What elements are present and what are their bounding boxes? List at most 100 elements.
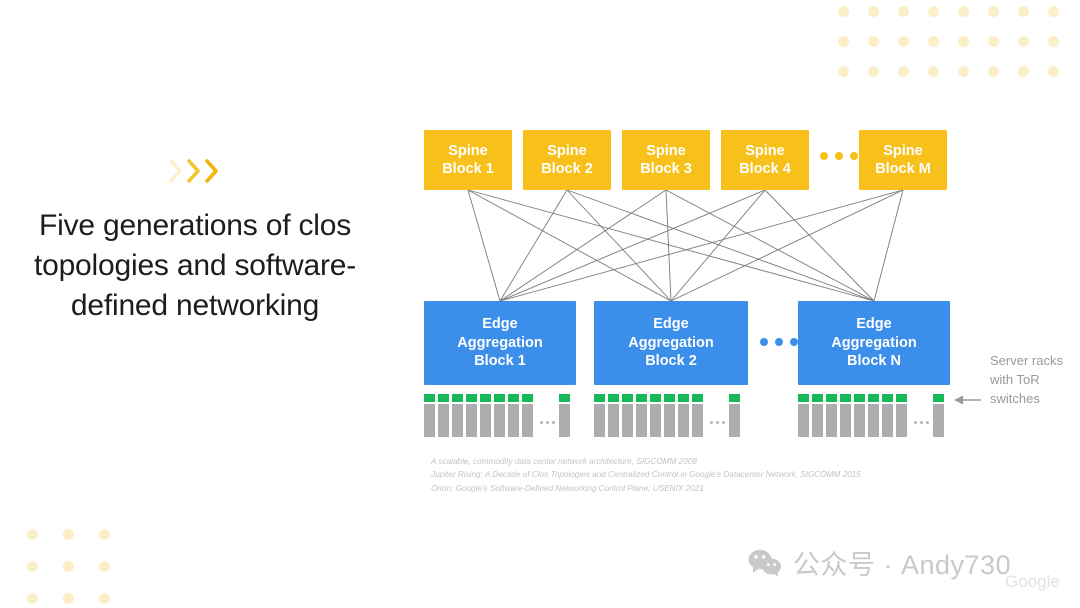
edge-aggregation-block-n[interactable]: Edge Aggregation Block N — [798, 301, 950, 385]
rack-body — [812, 404, 823, 437]
server-rack — [508, 394, 519, 437]
spine-block-line2: Block 2 — [541, 161, 593, 177]
spine-block-3[interactable]: Spine Block 3 — [622, 130, 710, 190]
edge-block-line1: Edge — [482, 315, 518, 332]
rack-body — [438, 404, 449, 437]
tor-switch — [798, 394, 809, 402]
ellipsis-dot — [775, 338, 783, 346]
rack-body — [882, 404, 893, 437]
server-rack — [622, 394, 633, 437]
server-rack — [466, 394, 477, 437]
rack-body — [678, 404, 689, 437]
rack-body — [798, 404, 809, 437]
tor-switch — [882, 394, 893, 402]
rack-body — [896, 404, 907, 437]
spine-block-line1: Spine — [646, 142, 686, 159]
double-chevron-right-icon — [168, 158, 220, 184]
tor-switch — [692, 394, 703, 402]
rack-body — [854, 404, 865, 437]
rack-body — [424, 404, 435, 437]
watermark: 公众号 · Andy730 — [748, 543, 1011, 582]
tor-switch — [729, 394, 740, 402]
edge-block-line2: Aggregation — [628, 334, 714, 351]
server-rack-group-3 — [798, 394, 947, 437]
server-rack — [854, 394, 865, 437]
tor-switch — [868, 394, 879, 402]
brand-logo: Google — [1005, 572, 1060, 591]
edge-block-line2: Aggregation — [457, 334, 543, 351]
citation-line: A scalable, commodity data center networ… — [431, 457, 697, 466]
spine-block-4[interactable]: Spine Block 4 — [721, 130, 809, 190]
server-rack — [882, 394, 893, 437]
tor-switch — [480, 394, 491, 402]
server-rack — [933, 394, 944, 437]
rack-body — [840, 404, 851, 437]
ellipsis-dot — [710, 421, 713, 424]
server-rack — [826, 394, 837, 437]
edge-aggregation-block-1[interactable]: Edge Aggregation Block 1 — [424, 301, 576, 385]
citation-line: Jupiter Rising: A Decade of Clos Topolog… — [431, 470, 861, 480]
spine-block-m[interactable]: Spine Block M — [859, 130, 947, 190]
server-rack — [650, 394, 661, 437]
tor-switch — [896, 394, 907, 402]
ellipsis-dot — [790, 338, 798, 346]
ellipsis-dot — [850, 152, 858, 160]
server-rack-group-2 — [594, 394, 743, 437]
rack-body — [622, 404, 633, 437]
spine-block-line2: Block 4 — [739, 161, 791, 177]
ellipsis-dot — [716, 421, 719, 424]
server-rack — [438, 394, 449, 437]
rack-body — [608, 404, 619, 437]
edge-block-line1: Edge — [653, 315, 689, 332]
server-rack — [636, 394, 647, 437]
spine-block-line1: Spine — [547, 142, 587, 159]
rack-body — [466, 404, 477, 437]
tor-switch — [840, 394, 851, 402]
ellipsis-dot — [552, 421, 555, 424]
spine-block-line2: Block M — [875, 161, 931, 177]
server-rack — [896, 394, 907, 437]
ellipsis-dot — [760, 338, 768, 346]
spine-ellipsis-icon — [820, 152, 858, 160]
ellipsis-dot — [820, 152, 828, 160]
rack-ellipsis-icon — [706, 394, 729, 437]
rack-body — [636, 404, 647, 437]
edge-aggregation-block-2[interactable]: Edge Aggregation Block 2 — [594, 301, 748, 385]
arrow-left-icon — [954, 395, 981, 405]
rack-ellipsis-icon — [536, 394, 559, 437]
tor-switch — [508, 394, 519, 402]
tor-switch — [466, 394, 477, 402]
rack-body — [729, 404, 740, 437]
ellipsis-dot — [835, 152, 843, 160]
rack-body — [452, 404, 463, 437]
server-rack — [868, 394, 879, 437]
server-rack — [424, 394, 435, 437]
spine-block-1[interactable]: Spine Block 1 — [424, 130, 512, 190]
ellipsis-dot — [722, 421, 725, 424]
server-rack — [522, 394, 533, 437]
server-rack — [452, 394, 463, 437]
watermark-text: 公众号 · Andy730 — [793, 550, 1012, 580]
ellipsis-dot — [926, 421, 929, 424]
spine-block-line2: Block 1 — [442, 161, 494, 177]
server-rack — [798, 394, 809, 437]
citation-list: A scalable, commodity data center networ… — [431, 455, 861, 495]
ellipsis-dot — [546, 421, 549, 424]
edge-block-line3: Block 2 — [645, 353, 697, 370]
rack-body — [868, 404, 879, 437]
edge-block-line3: Block N — [847, 353, 901, 370]
server-rack-annotation: Server racks with ToR switches — [990, 353, 1063, 406]
tor-switch — [622, 394, 633, 402]
rack-body — [480, 404, 491, 437]
tor-switch — [594, 394, 605, 402]
spine-block-2[interactable]: Spine Block 2 — [523, 130, 611, 190]
citation-line: Orion: Google's Software-Defined Network… — [431, 483, 704, 493]
server-rack — [812, 394, 823, 437]
tor-switch — [559, 394, 570, 402]
tor-switch — [424, 394, 435, 402]
edge-block-line3: Block 1 — [474, 353, 526, 370]
tor-switch — [826, 394, 837, 402]
server-rack — [664, 394, 675, 437]
